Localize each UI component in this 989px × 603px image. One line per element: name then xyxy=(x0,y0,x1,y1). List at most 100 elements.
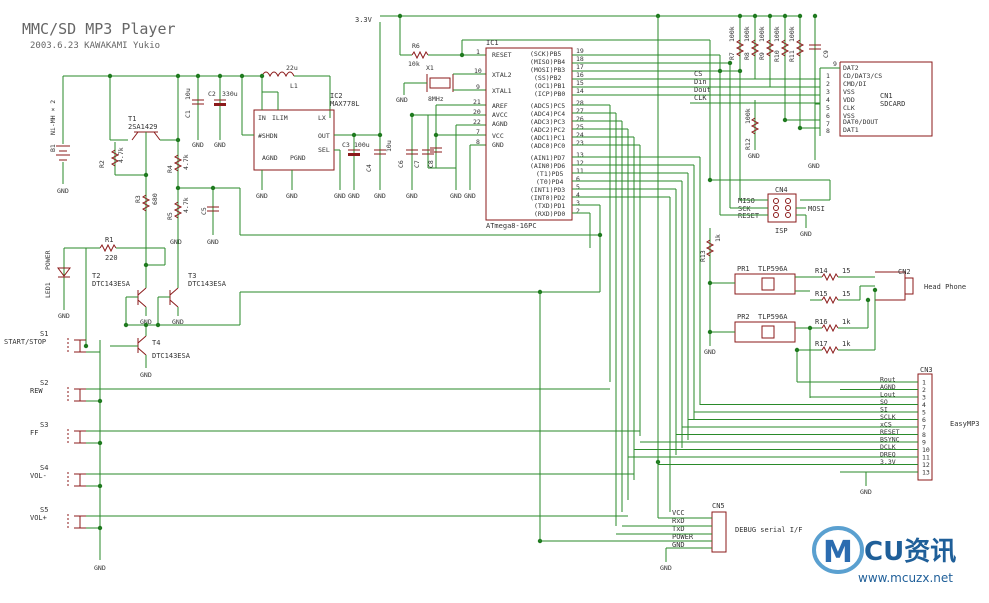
net-miso: MISO xyxy=(738,197,755,205)
gnd-label: GND xyxy=(256,192,268,200)
s1-ref: S1 xyxy=(40,330,48,338)
t4-ref: T4 xyxy=(152,339,160,347)
r15-ref: R15 xyxy=(815,290,828,298)
gnd-label: GND xyxy=(808,162,820,170)
resistor-r14: R14 15 xyxy=(810,267,875,282)
t1-value: 2SA1429 xyxy=(128,123,158,131)
net-dout: Dout xyxy=(694,86,711,94)
r16-value: 1k xyxy=(842,318,851,326)
ic1-pin-label: VCC xyxy=(492,132,504,140)
ic1-pin-number: 20 xyxy=(473,108,481,116)
cn3-pin-label: RESET xyxy=(880,428,900,436)
l1-ref: L1 xyxy=(290,82,298,90)
cn1-pin-label: VSS xyxy=(843,112,855,120)
ic1-pin-number: 1 xyxy=(476,48,480,56)
cn3-pin-label: SCLK xyxy=(880,413,896,421)
cn3-value: EasyMP3 xyxy=(950,420,980,428)
cn5-pin-label: RxD xyxy=(672,517,685,525)
ic2-pin-label: OUT xyxy=(318,132,330,140)
s3-value: FF xyxy=(30,429,38,437)
t2-ref: T2 xyxy=(92,272,100,280)
cn1-pin-number: 2 xyxy=(826,80,830,88)
cn1-value: SDCARD xyxy=(880,100,905,108)
ic1-pin-label: (SS)PB2 xyxy=(534,74,561,82)
cn3-pin-rows: 1Rout2AGND3Lout4SO5SI6SCLK7xCS8RESET9BSY… xyxy=(628,376,930,496)
cn3-pin-label: SI xyxy=(880,406,888,414)
ic1-pin-label: (SCK)PB5 xyxy=(530,50,561,58)
ic1-pin-number: 28 xyxy=(576,99,584,107)
cn1-pin-number: 8 xyxy=(826,127,830,135)
cn1-pin-label: VSS xyxy=(843,88,855,96)
cn2-ref: CN2 xyxy=(898,268,911,276)
ic1-pin-label: (ADC2)PC2 xyxy=(530,126,565,134)
resistor-r5: R5 4.7k xyxy=(166,197,190,220)
gnd-label: GND xyxy=(704,348,716,356)
r4-value: 4.7k xyxy=(182,154,190,170)
cn1-pin-label: CMD/DI xyxy=(843,80,867,88)
cn5-pin-label: VCC xyxy=(672,509,685,517)
ic1-pin-number: 19 xyxy=(576,47,584,55)
cn1-pin-label: DAT1 xyxy=(843,126,859,134)
ic1-pin-number: 5 xyxy=(576,183,580,191)
r1-ref: R1 xyxy=(105,236,113,244)
junction-dots xyxy=(83,13,878,544)
cn3-pin-label: xCS xyxy=(880,421,892,429)
resistor-r2: R2 4.7k xyxy=(98,142,125,175)
gnd-label: GND xyxy=(207,238,219,246)
gnd-label: GND xyxy=(286,192,298,200)
transistor-t2: T2 DTC143ESA xyxy=(92,272,147,308)
ic1-pin-label: XTAL1 xyxy=(492,87,512,95)
gnd-label: GND xyxy=(396,96,408,104)
ic1-pin-label: (AIN0)PD6 xyxy=(530,162,565,170)
cn2-value: Head Phone xyxy=(924,283,966,291)
net-mosi: MOSI xyxy=(808,205,825,213)
resistor-r8: R8 100k xyxy=(743,16,760,79)
resistor-r9: R9 100k xyxy=(758,16,775,87)
ic1-pin-number: 16 xyxy=(576,71,584,79)
r13-value: 1k xyxy=(714,234,722,242)
pr1-value: TLP596A xyxy=(758,265,788,273)
pr2-ref: PR2 xyxy=(737,313,750,321)
ic1-ref: IC1 xyxy=(486,39,499,47)
cn1-pin-label: DAT0/DOUT xyxy=(843,118,878,126)
ic2-ref: IC2 xyxy=(330,92,343,100)
cn3-pin-number: 12 xyxy=(922,461,930,469)
gnd-label: GND xyxy=(450,192,462,200)
led-power: LED1 POWER GND xyxy=(44,248,71,320)
led1-value: POWER xyxy=(44,250,52,270)
led1-ref: LED1 xyxy=(44,282,52,298)
c6-ref: C6 xyxy=(397,160,405,168)
net-cs: CS xyxy=(694,70,702,78)
power-section: B1 Ni-MH × 2 GND T1 2SA1429 R2 4.7k xyxy=(49,15,760,246)
resistor-r1: R1 220 xyxy=(99,236,165,262)
ic1-pin-number: 23 xyxy=(576,139,584,147)
r17-value: 1k xyxy=(842,340,851,348)
ic1-pin-number: 21 xyxy=(473,98,481,106)
cn3-pin-label: Rout xyxy=(880,376,896,384)
capacitor-c4: C4 10u GND xyxy=(365,22,393,200)
gnd-label: GND xyxy=(800,230,812,238)
r3-value: 680 xyxy=(151,193,159,205)
inductor-l1: 22u L1 xyxy=(261,64,298,90)
r12-ref: R12 xyxy=(744,138,752,150)
ic1-pin-number: 9 xyxy=(476,83,480,91)
connector-cn1-sdcard: 9 DAT2 1 CD/DAT3/CS 2 CMD/DI 3 VSS 4 VDD… xyxy=(820,60,933,137)
ic1-pin-label: (ICP)PB0 xyxy=(534,90,565,98)
r8-ref: R8 xyxy=(743,52,751,60)
ic1-pin-number: 6 xyxy=(576,175,580,183)
ic1-pin-number: 2 xyxy=(576,207,580,215)
c2-ref: C2 xyxy=(208,90,216,98)
gnd-label: GND xyxy=(334,192,346,200)
cn3-pin-label: 3.3V xyxy=(880,458,896,466)
ic1-pin-label: (MISO)PB4 xyxy=(530,58,565,66)
ic2-pin-label: ILIM xyxy=(272,114,288,122)
ic1-pin-label: AGND xyxy=(492,120,508,128)
gnd-label: GND xyxy=(406,192,418,200)
gnd-label: GND xyxy=(860,488,872,496)
